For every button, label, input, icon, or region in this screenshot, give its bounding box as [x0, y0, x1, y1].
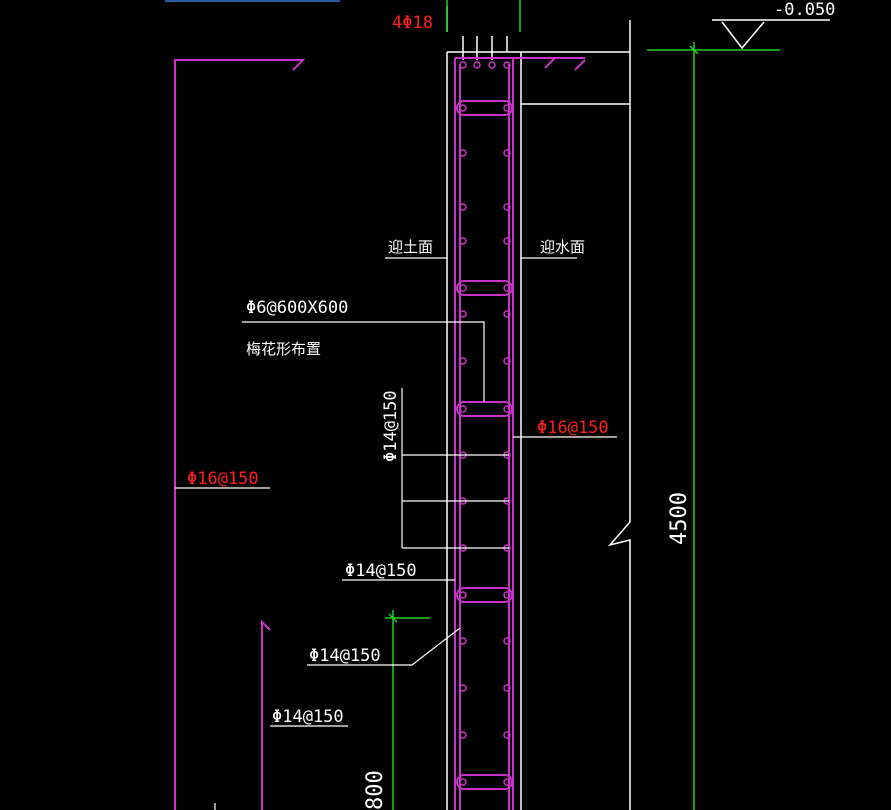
tie-layout-label: 梅花形布置	[246, 340, 321, 358]
bottom-dimension: 800	[363, 770, 388, 810]
elevation-text: -0.050	[774, 0, 835, 20]
green-reference-lines	[385, 0, 780, 810]
elevation-marker	[712, 19, 830, 50]
lower-bars-label-2: Φ14@150	[309, 646, 381, 666]
height-dimension: 4500	[667, 492, 692, 545]
left-bars-label: Φ16@150	[187, 469, 259, 489]
left-reinforcement-outline	[174, 59, 306, 810]
rebar-dots	[459, 61, 511, 786]
wall-outline	[446, 6, 631, 810]
right-bars-label: Φ16@150	[537, 418, 609, 438]
leader-lines	[175, 257, 617, 727]
top-bars-label: 4Φ18	[392, 13, 433, 33]
lower-bars-label-1: Φ14@150	[345, 561, 417, 581]
rebar-cage	[454, 57, 586, 810]
tie-bar-label: Φ6@600X600	[246, 298, 348, 318]
water-face-label: 迎水面	[540, 238, 585, 256]
soil-face-label: 迎土面	[388, 238, 433, 256]
lower-bars-label-3: Φ14@150	[272, 707, 344, 727]
vertical-bars-label: Φ14@150	[381, 390, 401, 462]
